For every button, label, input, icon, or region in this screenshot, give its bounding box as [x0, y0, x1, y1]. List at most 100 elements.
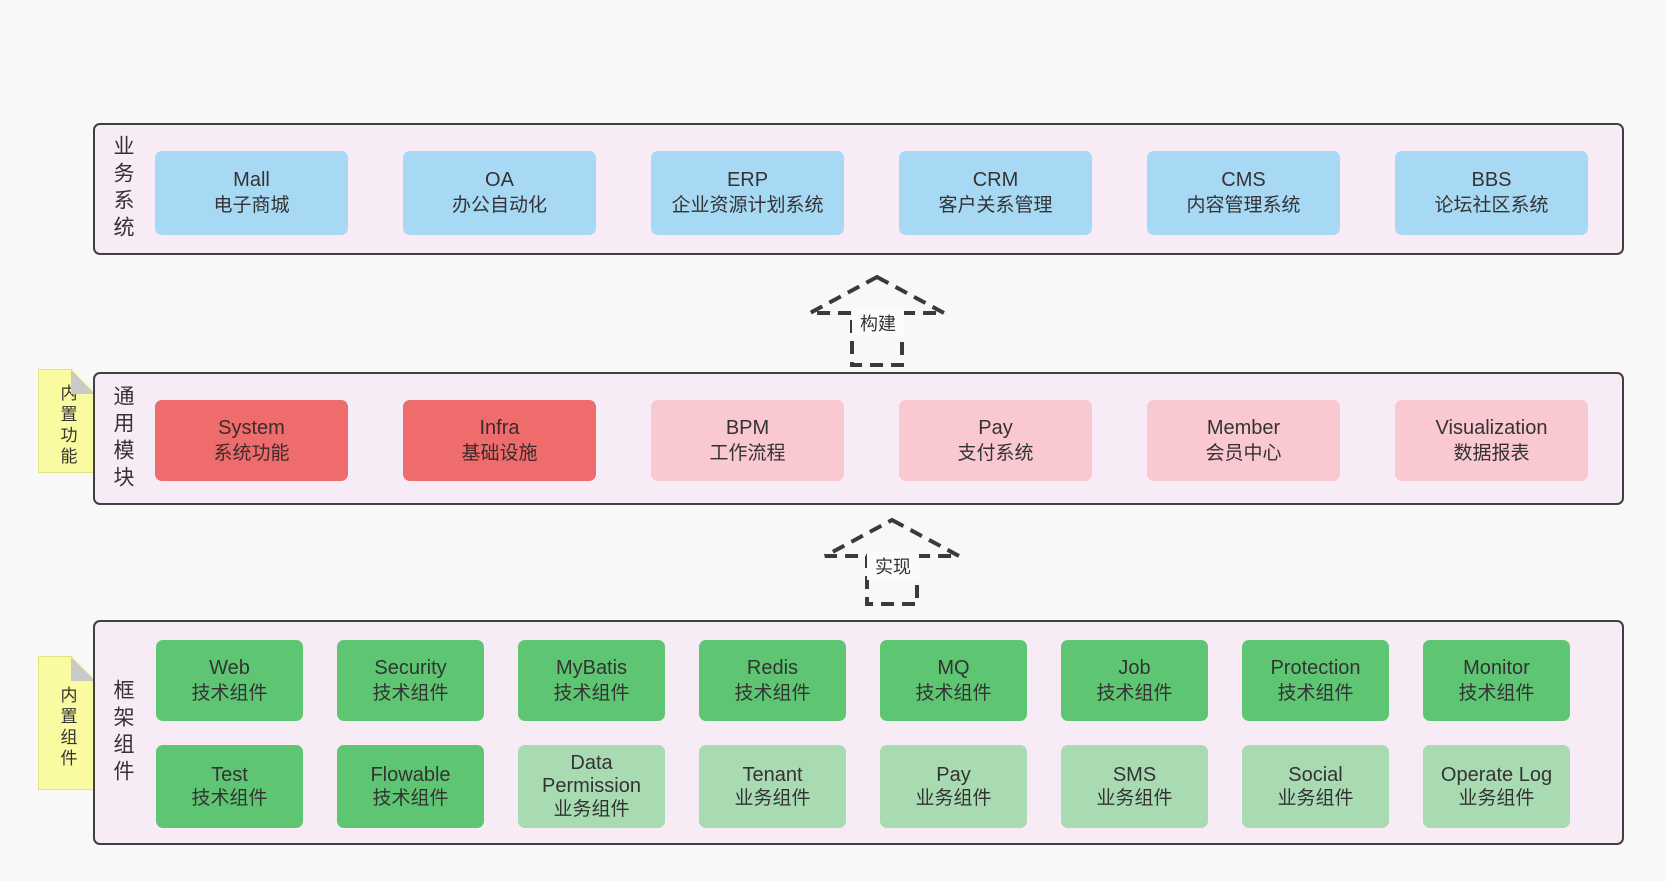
box-erp: ERP 企业资源计划系统 — [651, 151, 844, 235]
box-bpm: BPM 工作流程 — [651, 400, 844, 481]
box-pay-component: Pay 业务组件 — [880, 745, 1027, 828]
layer-label-modules: 通用模块 — [111, 384, 134, 493]
box-subtitle: 技术组件 — [915, 682, 992, 704]
box-operate-log: Operate Log 业务组件 — [1423, 745, 1570, 828]
note-text: 内置功能 — [57, 384, 77, 468]
box-cms: CMS 内容管理系统 — [1147, 151, 1340, 235]
up-arrow-build-icon — [809, 274, 945, 367]
box-crm: CRM 客户关系管理 — [899, 151, 1092, 235]
box-system: System 系统功能 — [155, 400, 348, 481]
box-subtitle: 技术组件 — [372, 787, 449, 809]
box-subtitle: 电子商城 — [213, 195, 290, 216]
box-title: Pay — [978, 416, 1013, 439]
layer-common-modules: 通用模块 System 系统功能 Infra 基础设施 BPM 工作流程 Pay… — [93, 372, 1624, 505]
box-subtitle: 技术组件 — [734, 682, 811, 704]
box-subtitle: 内容管理系统 — [1186, 195, 1301, 216]
note-fold-corner — [71, 657, 95, 681]
box-title: Data Permission — [542, 752, 641, 797]
box-monitor: Monitor 技术组件 — [1423, 640, 1570, 721]
box-oa: OA 办公自动化 — [403, 151, 596, 235]
box-job: Job 技术组件 — [1061, 640, 1208, 721]
box-title: Visualization — [1435, 416, 1548, 439]
box-title: SMS — [1112, 763, 1157, 786]
box-title: Pay — [936, 763, 971, 786]
box-title: Web — [209, 656, 250, 679]
box-subtitle: 业务组件 — [915, 787, 992, 809]
box-subtitle: 业务组件 — [734, 787, 811, 809]
box-mall: Mall 电子商城 — [155, 151, 348, 235]
box-title: Infra — [479, 416, 520, 439]
box-redis: Redis 技术组件 — [699, 640, 846, 721]
box-title: BPM — [725, 416, 770, 439]
note-built-in-features: 内置功能 — [38, 369, 96, 473]
box-title: OA — [485, 169, 514, 191]
layer-label-business: 业务系统 — [111, 135, 134, 243]
box-subtitle: 论坛社区系统 — [1434, 195, 1549, 216]
box-subtitle: 系统功能 — [213, 442, 290, 464]
box-title: Protection — [1270, 656, 1361, 679]
box-social: Social 业务组件 — [1242, 745, 1389, 828]
box-title: ERP — [726, 169, 769, 191]
box-subtitle: 企业资源计划系统 — [671, 195, 824, 216]
box-title: CMS — [1221, 169, 1266, 191]
box-test: Test 技术组件 — [156, 745, 303, 828]
box-title: Job — [1118, 656, 1151, 679]
box-subtitle: 数据报表 — [1453, 442, 1530, 464]
box-subtitle: 客户关系管理 — [938, 195, 1053, 216]
box-title: BBS — [1471, 169, 1512, 191]
box-title: MyBatis — [555, 656, 628, 679]
note-fold-corner — [71, 370, 95, 394]
box-visualization: Visualization 数据报表 — [1395, 400, 1588, 481]
box-protection: Protection 技术组件 — [1242, 640, 1389, 721]
box-security: Security 技术组件 — [337, 640, 484, 721]
box-title: MQ — [937, 656, 970, 679]
box-data-permission: Data Permission 业务组件 — [518, 745, 665, 828]
box-pay: Pay 支付系统 — [899, 400, 1092, 481]
box-subtitle: 业务组件 — [553, 799, 630, 820]
up-arrow-implement-icon — [824, 517, 960, 606]
box-mq: MQ 技术组件 — [880, 640, 1027, 721]
box-infra: Infra 基础设施 — [403, 400, 596, 481]
box-title: Mall — [233, 169, 270, 191]
box-title: Test — [211, 763, 248, 786]
box-title: Redis — [746, 656, 799, 679]
box-subtitle: 技术组件 — [1096, 682, 1173, 704]
box-title: Operate Log — [1440, 763, 1553, 786]
box-subtitle: 技术组件 — [553, 682, 630, 704]
box-title: Social — [1288, 763, 1343, 786]
box-subtitle: 业务组件 — [1277, 787, 1354, 809]
box-subtitle: 业务组件 — [1096, 787, 1173, 809]
box-subtitle: 业务组件 — [1458, 787, 1535, 809]
arrow-label-implement: 实现 — [867, 552, 919, 580]
layer-framework-components: 框架组件 Web 技术组件 Security 技术组件 MyBatis 技术组件… — [93, 620, 1624, 845]
layer-business-systems: 业务系统 Mall 电子商城 OA 办公自动化 ERP 企业资源计划系统 CRM… — [93, 123, 1624, 255]
box-mybatis: MyBatis 技术组件 — [518, 640, 665, 721]
box-subtitle: 技术组件 — [1277, 682, 1354, 704]
box-subtitle: 技术组件 — [372, 682, 449, 704]
box-subtitle: 技术组件 — [1458, 682, 1535, 704]
layer-label-framework: 框架组件 — [111, 678, 134, 787]
box-web: Web 技术组件 — [156, 640, 303, 721]
box-subtitle: 技术组件 — [191, 787, 268, 809]
box-bbs: BBS 论坛社区系统 — [1395, 151, 1588, 235]
box-subtitle: 会员中心 — [1205, 442, 1282, 464]
box-title: Member — [1206, 416, 1281, 439]
note-built-in-components: 内置组件 — [38, 656, 96, 790]
box-subtitle: 工作流程 — [709, 442, 786, 464]
box-title: Flowable — [370, 763, 451, 786]
box-subtitle: 办公自动化 — [451, 195, 547, 216]
box-flowable: Flowable 技术组件 — [337, 745, 484, 828]
box-subtitle: 支付系统 — [957, 442, 1034, 464]
box-title: Security — [374, 656, 447, 679]
box-subtitle: 基础设施 — [461, 442, 538, 464]
note-text: 内置组件 — [57, 686, 77, 770]
arrow-label-build: 构建 — [852, 309, 904, 337]
box-member: Member 会员中心 — [1147, 400, 1340, 481]
box-subtitle: 技术组件 — [191, 682, 268, 704]
box-title: Tenant — [742, 763, 803, 786]
box-title: Monitor — [1463, 656, 1530, 679]
box-title: CRM — [972, 169, 1019, 191]
box-title: System — [218, 416, 285, 439]
box-tenant: Tenant 业务组件 — [699, 745, 846, 828]
box-sms: SMS 业务组件 — [1061, 745, 1208, 828]
